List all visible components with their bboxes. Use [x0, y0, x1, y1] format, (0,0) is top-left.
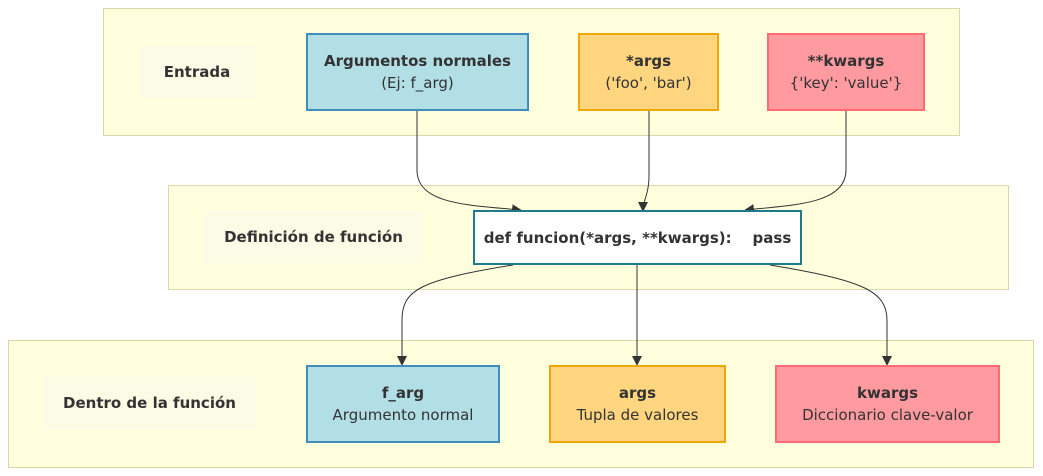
edge-kwargs-to-def [744, 110, 847, 215]
node-args: args Tupla de valores [549, 365, 726, 443]
node-title: kwargs [856, 384, 919, 402]
edge-args-to-def [638, 110, 650, 212]
node-title: args [618, 384, 657, 402]
edge-def-to-farg [397, 264, 514, 366]
node-subtitle: Argumento normal [332, 406, 474, 424]
lane-label-entrada: Entrada [139, 46, 255, 98]
node-title: f_arg [381, 384, 425, 402]
node-subtitle: (Ej: f_arg) [381, 74, 454, 92]
node-subtitle: {'key': 'value'} [789, 74, 903, 92]
lane-label-dentro: Dentro de la función [43, 377, 256, 429]
lane-label-definicion: Definición de función [204, 211, 423, 263]
node-star-args: *args ('foo', 'bar') [578, 33, 719, 111]
function-signature: def funcion(*args, **kwargs): pass [483, 228, 792, 247]
node-title: **kwargs [807, 52, 885, 70]
node-function-definition: def funcion(*args, **kwargs): pass [473, 210, 802, 265]
node-subtitle: ('foo', 'bar') [605, 74, 692, 92]
edge-def-to-kwargs [769, 264, 892, 366]
node-title: *args [625, 52, 672, 70]
node-star-kwargs: **kwargs {'key': 'value'} [767, 33, 925, 111]
node-subtitle: Diccionario clave-valor [802, 406, 973, 424]
node-kwargs: kwargs Diccionario clave-valor [775, 365, 1000, 443]
node-f-arg: f_arg Argumento normal [306, 365, 500, 443]
edge-normal-to-def [416, 110, 522, 215]
node-subtitle: Tupla de valores [576, 406, 699, 424]
node-title: Argumentos normales [324, 52, 511, 70]
node-argumentos-normales: Argumentos normales (Ej: f_arg) [306, 33, 529, 111]
